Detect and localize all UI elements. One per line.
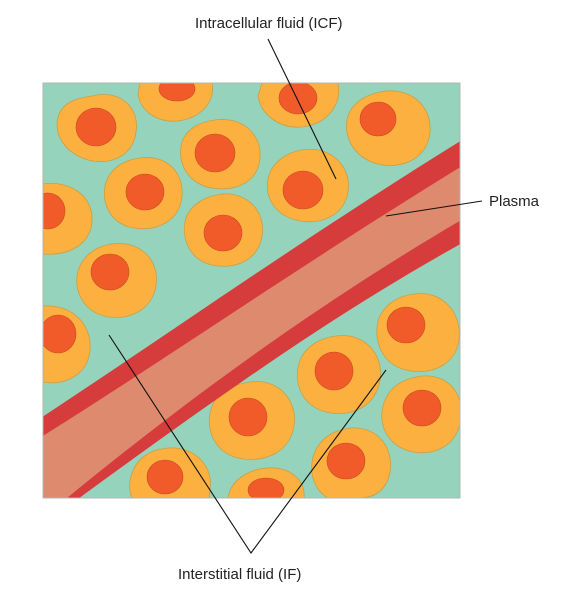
nucleus [43,314,77,354]
pointer-lines [108,38,483,554]
plasma-lumen [43,167,460,498]
cell [381,375,460,454]
cell [56,94,137,163]
nucleus [90,253,130,291]
nucleus [146,459,184,495]
cell [103,157,183,230]
nucleus [282,170,324,210]
tissue-section [43,83,460,498]
cell [257,83,340,128]
labels: Intracellular fluid (ICF) Plasma Interst… [178,15,540,583]
tissue-border [42,82,461,499]
cell [43,182,93,255]
plasma-pointer-line [385,200,483,217]
cell [76,243,157,318]
cell [183,193,263,267]
nucleus [314,351,354,391]
cell [43,305,91,384]
nucleus [278,83,318,115]
nucleus [247,477,285,498]
nucleus [203,214,243,252]
cell [376,293,460,372]
icf-pointer-line [267,38,337,180]
nucleus [158,83,196,102]
blood-vessel [43,141,460,498]
if-label: Interstitial fluid (IF) [178,566,301,583]
cells [43,83,460,498]
plasma-label: Plasma [489,193,540,210]
cell [180,119,261,190]
nucleus [359,101,397,137]
cell [296,335,381,414]
nucleus [326,442,366,480]
nucleus [194,133,236,173]
nucleus [125,173,165,211]
if-pointer-lines [108,334,387,554]
cell [311,427,392,498]
cell [137,83,214,122]
nucleus [75,107,117,147]
icf-label: Intracellular fluid (ICF) [195,15,343,32]
cell [227,467,305,498]
cell [266,148,349,223]
cell [346,90,431,166]
nucleus [43,192,66,230]
nucleus [386,306,426,344]
nucleus [228,397,268,437]
nucleus [402,389,442,427]
